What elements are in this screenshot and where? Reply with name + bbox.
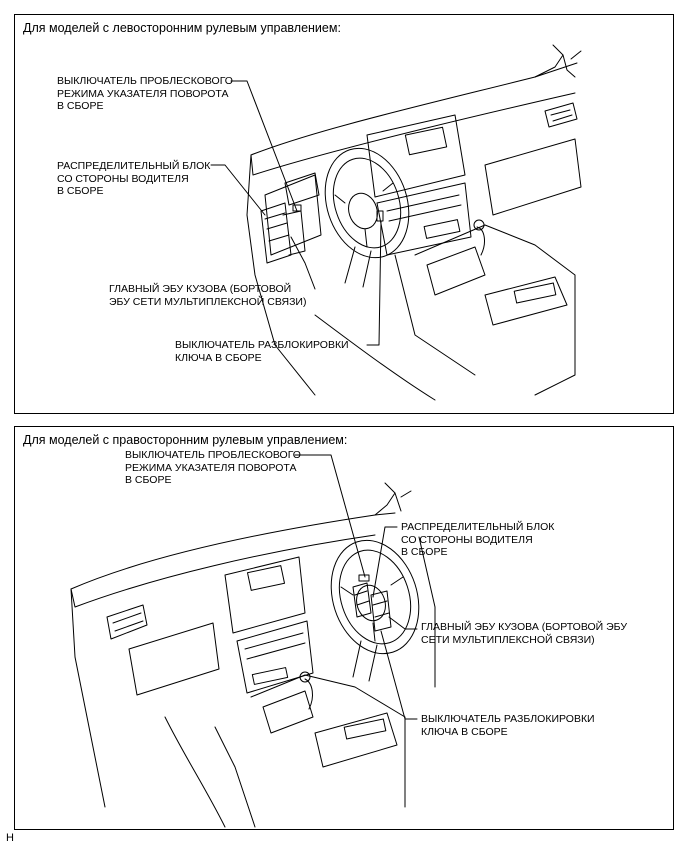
lhd-junction-label: РАСПРЕДЕЛИТЕЛЬНЫЙ БЛОК СО СТОРОНЫ ВОДИТЕ… (57, 160, 211, 197)
lhd-leader-lines (210, 80, 382, 346)
lhd-unlock-label: ВЫКЛЮЧАТЕЛЬ РАЗБЛОКИРОВКИ КЛЮЧА В СБОРЕ (175, 339, 349, 364)
rhd-junction-label: РАСПРЕДЕЛИТЕЛЬНЫЙ БЛОК СО СТОРОНЫ ВОДИТЕ… (401, 521, 555, 558)
lhd-panel-title: Для моделей с левосторонним рулевым упра… (23, 21, 341, 35)
lhd-flasher-label: ВЫКЛЮЧАТЕЛЬ ПРОБЛЕСКОВОГО РЕЖИМА УКАЗАТЕ… (57, 75, 233, 112)
rhd-leader-lines (294, 454, 418, 720)
rhd-unlock-label: ВЫКЛЮЧАТЕЛЬ РАЗБЛОКИРОВКИ КЛЮЧА В СБОРЕ (421, 713, 595, 738)
rhd-panel: Для моделей с правосторонним рулевым упр… (14, 426, 674, 830)
rhd-flasher-label: ВЫКЛЮЧАТЕЛЬ ПРОБЛЕСКОВОГО РЕЖИМА УКАЗАТЕ… (125, 449, 301, 486)
rhd-ecu-label: ГЛАВНЫЙ ЭБУ КУЗОВА (БОРТОВОЙ ЭБУ СЕТИ МУ… (421, 621, 627, 646)
lhd-ecu-label: ГЛАВНЫЙ ЭБУ КУЗОВА (БОРТОВОЙ ЭБУ СЕТИ МУ… (109, 283, 307, 308)
lhd-panel: Для моделей с левосторонним рулевым упра… (14, 14, 674, 414)
rhd-dashboard-illustration (70, 482, 436, 828)
lhd-dashboard-illustration (246, 44, 582, 401)
rhd-panel-title: Для моделей с правосторонним рулевым упр… (23, 433, 348, 447)
figure-code: H (6, 832, 14, 844)
